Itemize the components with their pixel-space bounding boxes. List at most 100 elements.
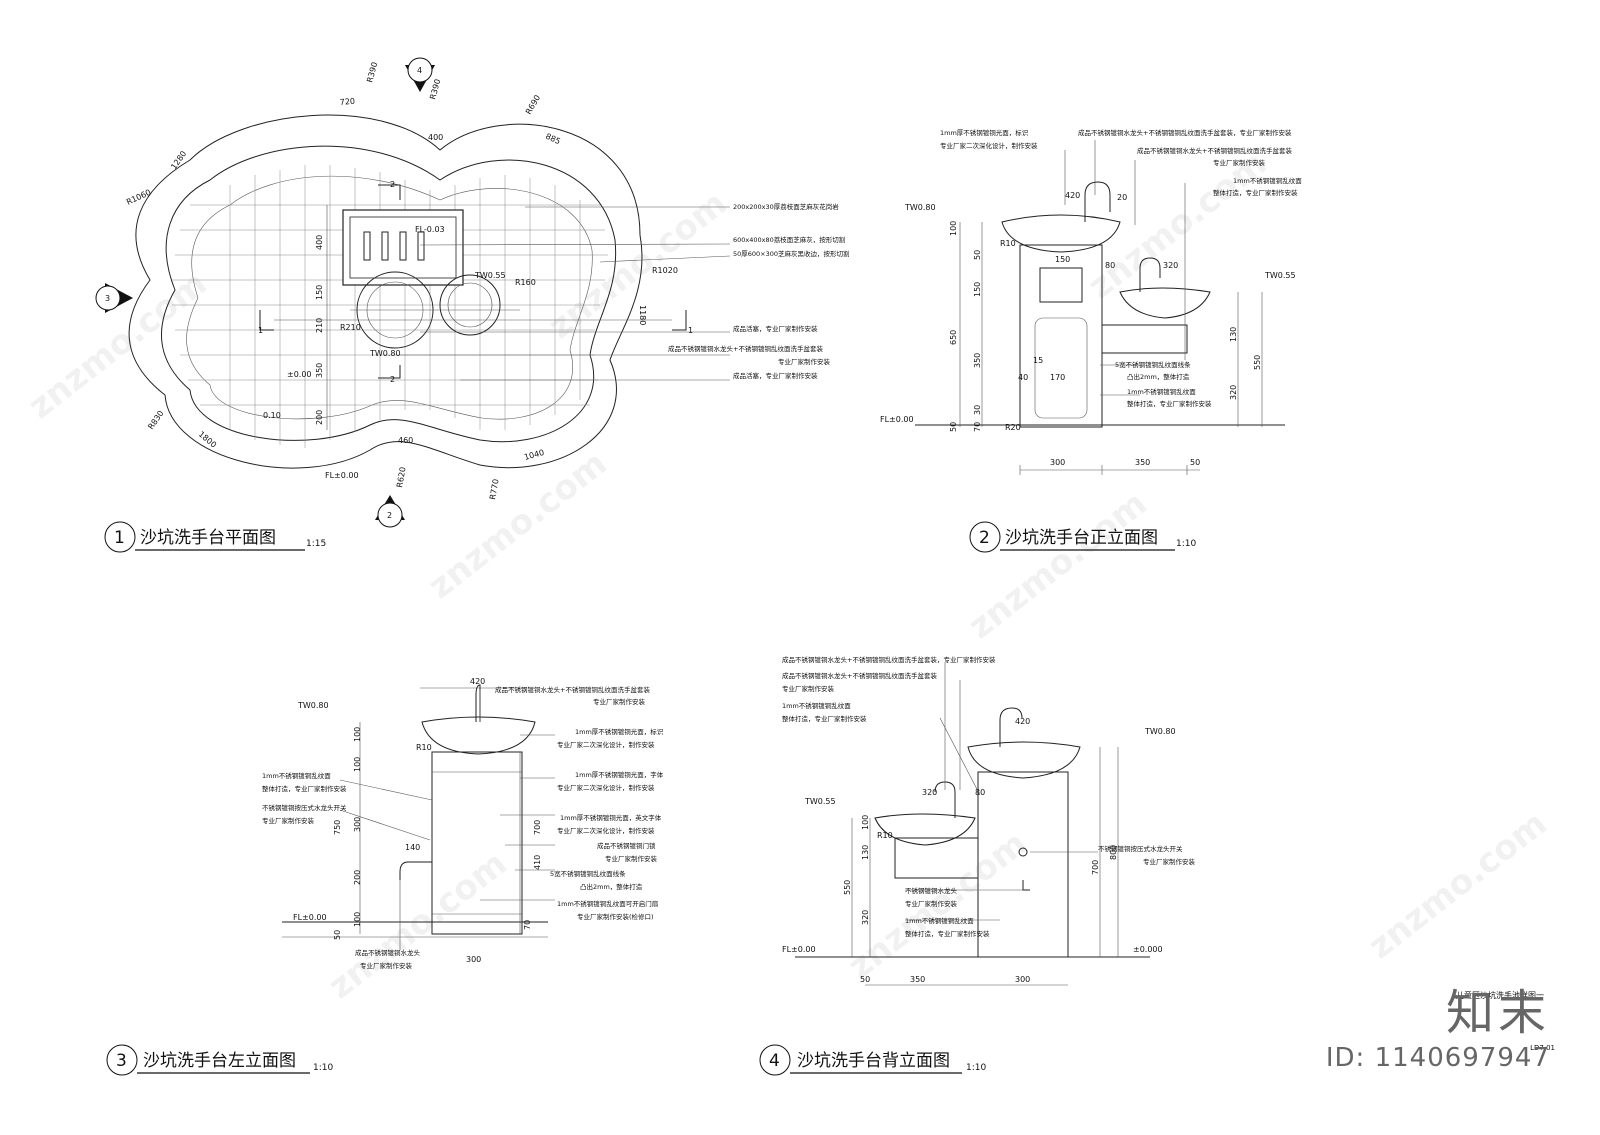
plan-dim: 400 (315, 235, 324, 250)
view-title-2: 2 沙坑洗手台正立面图 1:10 (969, 521, 1196, 553)
front-dim: 320 (1163, 261, 1178, 270)
plan-inner-edge (161, 145, 617, 443)
front-dim: 50 (1190, 458, 1200, 467)
left-note: 1mm不锈钢镀铜乱纹面 (262, 771, 331, 780)
back-level: TW0.55 (804, 797, 836, 806)
left-dim: 70 (523, 920, 532, 930)
view-title: 沙坑洗手台左立面图 (143, 1051, 296, 1071)
view-scale: 1:15 (306, 539, 326, 549)
plan-dim: 350 (315, 363, 324, 378)
front-note: 1mm不锈钢镀铜乱纹面 (1127, 387, 1196, 396)
plan-arc-dim: 720 (339, 97, 355, 107)
left-level: FL±0.00 (293, 913, 327, 922)
left-dim: 100 (353, 757, 362, 772)
section-marker-3-circle (95, 285, 121, 311)
front-door-panel (1034, 317, 1088, 419)
plan-level: FL±0.00 (325, 471, 359, 480)
view-scale: 1:10 (966, 1063, 986, 1073)
plan-outer-edge (128, 114, 643, 469)
left-note: 1mm厚不锈钢镀铜光面，标识 (575, 727, 664, 736)
front-dim: 550 (1253, 355, 1262, 370)
back-dim: 700 (1091, 860, 1100, 875)
brand-id: ID: 1140697947 (1325, 1043, 1550, 1073)
watermark: znzmo.com (961, 484, 1155, 648)
front-dim: 320 (1229, 385, 1238, 400)
left-dim: 140 (405, 843, 420, 852)
front-dim: 15 (1033, 356, 1043, 365)
plan-drain-slot (363, 231, 371, 261)
view-scale: 1:10 (1176, 539, 1196, 549)
left-elevation: 420 100 100 750 300 200 100 50 140 300 4… (262, 677, 664, 970)
plan-note: 成品活塞，专业厂家制作安装 (733, 324, 818, 333)
left-dim: 300 (466, 955, 481, 964)
front-basin-large (1001, 214, 1121, 253)
left-note: 成品不锈钢镀铜水龙头 (355, 948, 421, 957)
back-dim: 100 (861, 815, 870, 830)
front-note: 1mm厚不锈钢镀铜光面，标识 (940, 128, 1029, 137)
back-note: 整体打造，专业厂家制作安装 (905, 929, 990, 938)
back-dim: 320 (861, 910, 870, 925)
plan-radius: R690 (524, 93, 542, 116)
left-dim: 100 (353, 912, 362, 927)
back-note: 1mm不锈钢镀铜乱纹面 (782, 701, 851, 710)
front-dim: 130 (1229, 327, 1238, 342)
left-note: 专业厂家制作安装 (262, 816, 315, 825)
back-dim: R10 (877, 831, 893, 840)
front-note: 1mm不锈钢镀铜乱纹面 (1233, 176, 1302, 185)
section-marker-2-circle (377, 502, 403, 528)
front-dim: 30 (973, 405, 982, 415)
left-note: 1mm不锈钢镀铜乱纹面可开启门扇 (557, 899, 658, 908)
front-sign-panel (1039, 267, 1083, 303)
section-marker-label: 2 (387, 511, 392, 520)
plan-radius: R1020 (652, 266, 678, 275)
back-basin-small (874, 813, 976, 846)
watermark: znzmo.com (1081, 144, 1275, 308)
left-dim: 420 (470, 677, 485, 686)
plan-radius: R830 (146, 409, 165, 431)
front-dim: 50 (949, 422, 958, 432)
left-note: 专业厂家制作安装(检修口) (577, 912, 654, 921)
front-level: FL±0.00 (880, 415, 914, 424)
back-faucet-large (999, 707, 1023, 747)
front-dim: 170 (1050, 373, 1065, 382)
plan-level: FL-0.03 (415, 225, 445, 234)
plan-arc-dim: 1040 (523, 448, 545, 462)
plan-drain-slot (381, 231, 389, 261)
back-tap-button (1018, 847, 1028, 857)
brand-watermark: 知末 ID: 1140697947 (1326, 989, 1550, 1073)
view-number: 1 (114, 528, 125, 548)
view-title-1: 1 沙坑洗手台平面图 1:15 (104, 521, 326, 553)
section-cut-label: 2 (390, 180, 395, 189)
view-number: 3 (116, 1051, 127, 1071)
front-dim: 50 (973, 250, 982, 260)
plan-paving-edge (186, 175, 593, 420)
front-dim: 70 (973, 422, 982, 432)
left-basin (421, 716, 536, 755)
plan-level: TW0.55 (474, 271, 506, 280)
view-title-3: 3 沙坑洗手台左立面图 1:10 (106, 1044, 333, 1076)
back-note: 专业厂家制作安装 (1143, 857, 1196, 866)
left-dim: 100 (353, 727, 362, 742)
plan-radius: R210 (340, 323, 361, 332)
left-faucet (475, 684, 481, 722)
left-note: 专业厂家制作安装 (593, 697, 646, 706)
watermark-layer: znzmo.com znzmo.com znzmo.com znzmo.com … (21, 144, 1555, 1008)
section-cut-label: 1 (688, 326, 693, 335)
left-note: 凸出2mm，整体打造 (580, 882, 643, 891)
plan-note: 200x200x30厚荔枝面芝麻灰花岗岩 (733, 202, 839, 211)
plan-arc-dim: 400 (428, 133, 443, 142)
watermark: znzmo.com (421, 444, 615, 608)
front-faucet-small (1139, 257, 1161, 292)
left-note: 成品不锈钢镀铜水龙头+不锈钢镀铜乱纹面洗手盆套装 (495, 685, 650, 694)
plan-dim: 200 (315, 410, 324, 425)
left-dim: 410 (533, 855, 542, 870)
left-note: 1mm厚不锈钢镀铜光面，字体 (575, 770, 664, 779)
left-dim: 750 (333, 820, 342, 835)
back-level: FL±0.00 (782, 945, 816, 954)
front-dim: 40 (1018, 373, 1028, 382)
section-cut-2-top (378, 184, 401, 200)
left-note: 专业厂家制作安装 (360, 961, 413, 970)
plan-basin-small (439, 274, 501, 336)
plan-note: 50厚600×300芝麻灰黑收边，按形切割 (733, 249, 850, 258)
watermark: znzmo.com (21, 264, 215, 428)
